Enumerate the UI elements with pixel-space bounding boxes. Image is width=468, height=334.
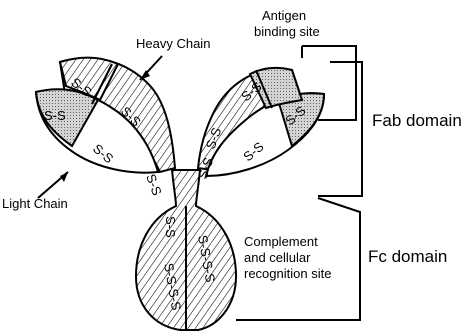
fc-domain-label: Fc domain — [368, 247, 447, 266]
light-chain-label: Light Chain — [2, 196, 68, 211]
light-chain-arrowhead — [60, 172, 68, 182]
complement-label-line2: and cellular — [244, 250, 311, 265]
disulfide-bond-label: S-S — [163, 216, 178, 238]
heavy-chain-label: Heavy Chain — [136, 36, 210, 51]
fab-domain-label: Fab domain — [372, 111, 462, 130]
complement-label-line1: Complement — [244, 234, 318, 249]
antigen-label-line1: Antigen — [262, 8, 306, 23]
complement-label-line3: recognition site — [244, 266, 331, 281]
disulfide-bond-label: S-S — [44, 108, 66, 123]
antigen-label-line2: binding site — [254, 24, 320, 39]
disulfide-bond-label: S-S — [143, 172, 165, 198]
